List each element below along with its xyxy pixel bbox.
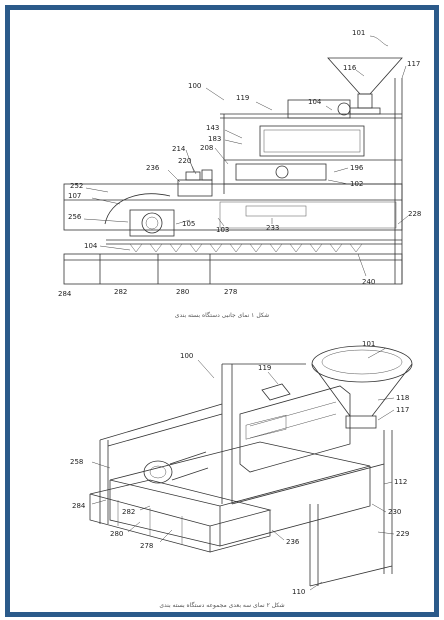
label-278: 278 [224, 288, 237, 296]
label-252: 252 [70, 182, 83, 190]
figure-2-drawing: 100 101 119 118 117 258 112 284 230 282 … [70, 340, 413, 596]
label-112: 112 [394, 478, 407, 486]
label-214: 214 [172, 145, 186, 153]
document-frame: 101 116 117 100 119 104 143 183 208 214 … [5, 5, 439, 617]
label-228: 228 [408, 210, 421, 218]
label-229: 229 [396, 530, 409, 538]
label-101: 101 [362, 340, 375, 348]
hopper-3d [311, 345, 413, 383]
label-282: 282 [122, 508, 135, 516]
upper-housing [259, 125, 365, 157]
label-236: 236 [286, 538, 300, 546]
bottom-bins [63, 253, 403, 285]
rotary-drum [143, 460, 173, 484]
label-183: 183 [208, 135, 221, 143]
label-284: 284 [72, 502, 86, 510]
label-233: 233 [266, 224, 279, 232]
label-105: 105 [182, 220, 195, 228]
figure-2-caption: شکل ۲ نمای سه بعدی مجموعه دستگاه بسته بن… [159, 602, 285, 609]
label-100: 100 [188, 82, 201, 90]
label-103: 103 [216, 226, 229, 234]
label-100: 100 [180, 352, 193, 360]
label-258: 258 [70, 458, 83, 466]
label-101: 101 [352, 29, 365, 37]
label-117: 117 [396, 406, 409, 414]
label-280: 280 [176, 288, 189, 296]
machine-body [239, 385, 351, 473]
label-282: 282 [114, 288, 127, 296]
label-278: 278 [140, 542, 153, 550]
figure-1-caption: شکل ۱ نمای جانبی دستگاه بسته بندی [174, 312, 270, 319]
label-118: 118 [396, 394, 409, 402]
label-110: 110 [292, 588, 305, 596]
label-236: 236 [146, 164, 160, 172]
label-119: 119 [258, 364, 271, 372]
label-119: 119 [236, 94, 249, 102]
label-230: 230 [388, 508, 401, 516]
label-104-top: 104 [308, 98, 322, 106]
label-116: 116 [343, 64, 357, 72]
label-196: 196 [350, 164, 364, 172]
figure-2: 100 101 119 118 117 258 112 284 230 282 … [10, 334, 434, 596]
label-280: 280 [110, 530, 123, 538]
label-240: 240 [362, 278, 375, 286]
main-table [63, 183, 403, 231]
label-117: 117 [407, 60, 420, 68]
figure-1-drawing: 101 116 117 100 119 104 143 183 208 214 … [58, 29, 421, 298]
label-107: 107 [68, 192, 81, 200]
label-104-bottom: 104 [84, 242, 98, 250]
label-220: 220 [178, 157, 191, 165]
label-102: 102 [350, 180, 363, 188]
label-256: 256 [68, 213, 82, 221]
label-143: 143 [206, 124, 219, 132]
figure-1: 101 116 117 100 119 104 143 183 208 214 … [10, 14, 434, 304]
hopper [327, 57, 403, 95]
label-284: 284 [58, 290, 72, 298]
label-208: 208 [200, 144, 213, 152]
